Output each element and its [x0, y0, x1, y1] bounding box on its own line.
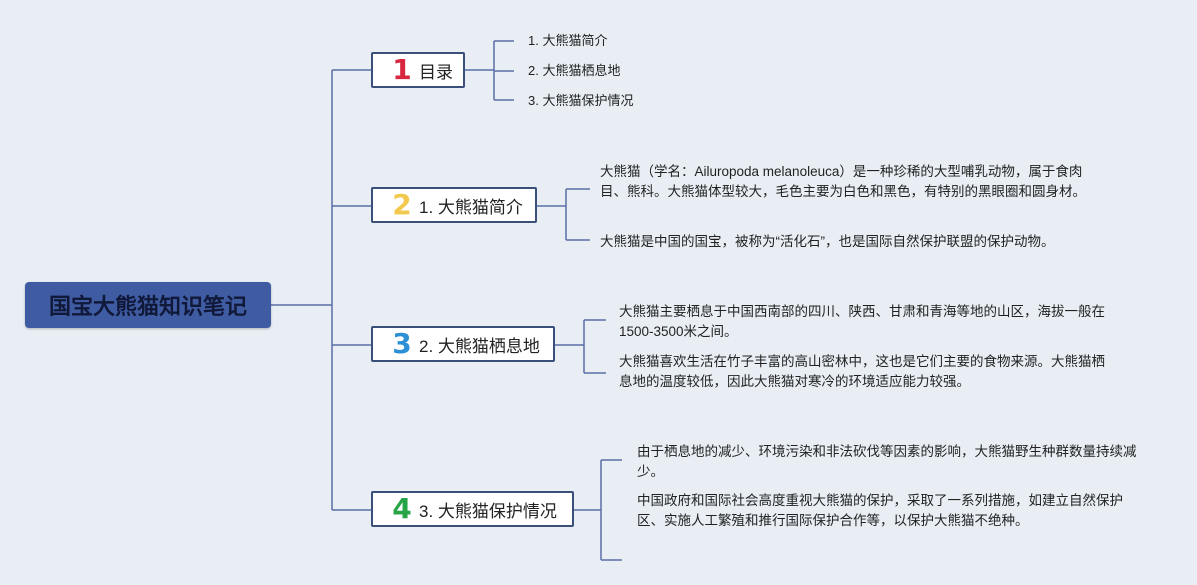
number-4-badge-icon: 4: [392, 492, 412, 525]
connector-topic-2-notes: [536, 188, 590, 241]
topic-habitat[interactable]: 3 2. 大熊猫栖息地: [371, 326, 555, 362]
intro-note-2[interactable]: 大熊猫是中国的国宝，被称为“活化石”，也是国际自然保护联盟的保护动物。: [600, 234, 1055, 249]
connector-topic-4-notes: [573, 459, 622, 561]
root-topic[interactable]: 国宝大熊猫知识笔记: [25, 282, 271, 328]
connector-topic-1-leaves: [464, 40, 514, 101]
toc-item-3[interactable]: 3. 大熊猫保护情况: [528, 93, 634, 108]
topic-label: 目录: [419, 62, 453, 82]
topic-label: 2. 大熊猫栖息地: [419, 336, 540, 356]
topic-label: 3. 大熊猫保护情况: [419, 501, 557, 521]
protection-note-1[interactable]: 由于栖息地的减少、环境污染和非法砍伐等因素的影响，大熊猫野生种群数量持续减少。: [637, 444, 1137, 479]
number-3-badge-icon: 3: [392, 327, 412, 360]
intro-note-1[interactable]: 大熊猫（学名：Ailuropoda melanoleuca）是一种珍稀的大型哺乳…: [600, 164, 1086, 199]
connector-topic-3-notes: [554, 319, 606, 374]
toc-item-1[interactable]: 1. 大熊猫简介: [528, 33, 608, 48]
protection-note-2[interactable]: 中国政府和国际社会高度重视大熊猫的保护，采取了一系列措施，如建立自然保护区、实施…: [637, 493, 1123, 528]
root-title: 国宝大熊猫知识笔记: [48, 294, 247, 319]
topic-intro[interactable]: 2 1. 大熊猫简介: [371, 187, 537, 223]
topic-protection[interactable]: 4 3. 大熊猫保护情况: [371, 491, 574, 527]
topic-toc[interactable]: 1 目录: [371, 52, 465, 88]
number-1-badge-icon: 1: [392, 53, 412, 86]
toc-item-2[interactable]: 2. 大熊猫栖息地: [528, 63, 621, 78]
habitat-note-2[interactable]: 大熊猫喜欢生活在竹子丰富的高山密林中，这也是它们主要的食物来源。大熊猫栖息地的温…: [619, 354, 1105, 389]
topic-label: 1. 大熊猫简介: [419, 197, 523, 217]
number-2-badge-icon: 2: [392, 188, 412, 221]
habitat-note-1[interactable]: 大熊猫主要栖息于中国西南部的四川、陕西、甘肃和青海等地的山区，海拔一般在1500…: [619, 304, 1105, 339]
